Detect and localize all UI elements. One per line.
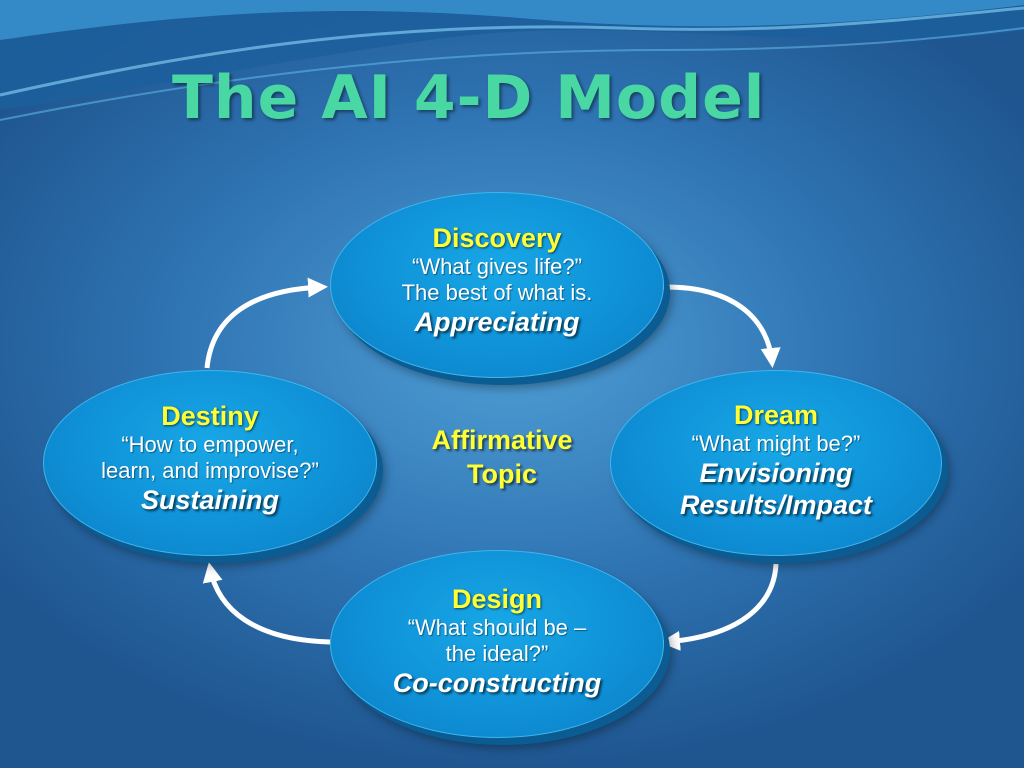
center-topic-line2: Topic xyxy=(467,459,537,489)
node-question: “What might be?” xyxy=(691,430,861,456)
node-description: The best of what is. xyxy=(401,279,593,305)
page-title: The AI 4-D Model xyxy=(172,63,766,133)
node-destiny: Destiny “How to empower, learn, and impr… xyxy=(43,370,377,556)
arrow-design-to-destiny xyxy=(202,562,331,645)
wave-line-1 xyxy=(0,6,1024,97)
wave-decoration xyxy=(0,0,1024,121)
node-question: “How to empower, xyxy=(121,431,299,457)
node-verb: Co-constructing xyxy=(392,667,602,698)
node-verb-secondary: Results/Impact xyxy=(679,489,873,520)
node-question: “What gives life?” xyxy=(412,253,582,279)
node-discovery: Discovery “What gives life?” The best of… xyxy=(330,192,664,378)
node-verb: Sustaining xyxy=(140,484,279,515)
wave-line-2 xyxy=(0,27,1024,121)
node-design: Design “What should be – the ideal?” Co-… xyxy=(330,550,664,738)
node-verb: Appreciating xyxy=(414,306,580,337)
node-title: Destiny xyxy=(161,400,259,431)
node-title: Dream xyxy=(733,399,819,430)
node-question-continued: the ideal?” xyxy=(445,640,549,666)
node-dream: Dream “What might be?” Envisioning Resul… xyxy=(610,370,942,556)
arrow-destiny-to-discovery xyxy=(204,277,328,369)
node-title: Design xyxy=(451,583,543,614)
node-verb: Envisioning xyxy=(699,457,853,488)
center-topic-line1: Affirmative xyxy=(431,425,573,455)
node-title: Discovery xyxy=(432,222,562,253)
arrow-discovery-to-dream xyxy=(662,284,781,368)
center-topic: Affirmative Topic xyxy=(402,423,602,491)
wave-band-light xyxy=(0,0,1024,40)
node-question: “What should be – xyxy=(407,614,587,640)
arrow-dream-to-design xyxy=(660,563,779,651)
node-question-continued: learn, and improvise?” xyxy=(101,457,319,483)
